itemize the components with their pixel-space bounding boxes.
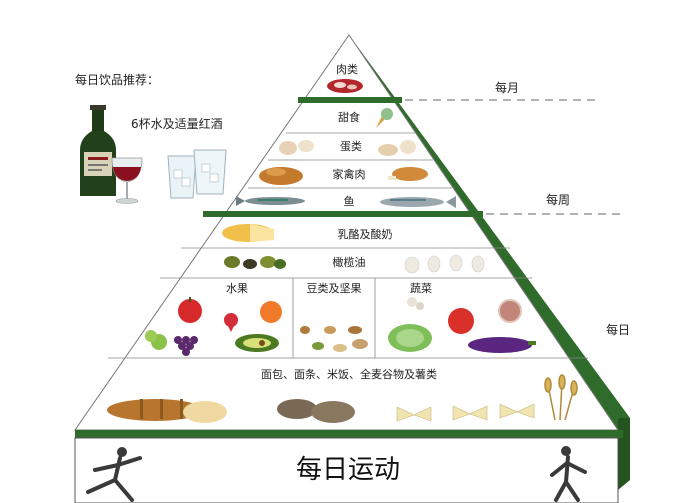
water-glasses-icon xyxy=(167,149,227,199)
divider-monthly xyxy=(298,97,402,103)
tier-eggs-label: 蛋类 xyxy=(340,139,362,153)
drinks-note: 6杯水及适量红酒 xyxy=(131,116,223,131)
tier-fish-label: 鱼 xyxy=(344,194,355,208)
frequency-weekly: 每周 xyxy=(546,192,570,207)
exerciser-figure-icon xyxy=(550,446,587,502)
tier-beans-nuts-label: 豆类及坚果 xyxy=(307,281,362,295)
divider-weekly xyxy=(203,211,483,217)
tier-poultry-label: 家禽肉 xyxy=(333,167,366,181)
wheat-icon xyxy=(544,374,578,421)
frequency-dashes xyxy=(405,99,620,215)
beans-nuts-icons xyxy=(300,326,368,352)
divider-base xyxy=(75,430,623,438)
drumstick-icon xyxy=(388,167,428,181)
runner-figure-icon xyxy=(86,447,142,502)
tier-vegetables-label: 蔬菜 xyxy=(410,282,432,295)
tier-grains-label: 面包、面条、米饭、全麦谷物及薯类 xyxy=(261,367,437,381)
tier-dairy-label: 乳酪及酸奶 xyxy=(338,227,393,241)
fish-left-icon xyxy=(236,196,305,206)
tier-exercise-label: 每日运动 xyxy=(296,455,400,485)
olives-icon xyxy=(224,256,286,269)
roast-chicken-icon xyxy=(259,167,303,185)
vegetable-icons xyxy=(388,297,536,353)
frequency-monthly: 每月 xyxy=(495,80,519,95)
fruit-icons xyxy=(145,297,282,356)
ice-cream-icon xyxy=(376,108,393,128)
tier-sweets-label: 甜食 xyxy=(338,110,360,124)
pasta-icon xyxy=(396,403,535,422)
garlic-icon xyxy=(404,254,485,274)
wine-glass-icon xyxy=(111,157,143,204)
bread-icon xyxy=(107,399,227,423)
steak-icon xyxy=(327,79,363,93)
potatoes-icon xyxy=(277,399,355,423)
tier-meat-label: 肉类 xyxy=(336,62,358,76)
fish-right-icon xyxy=(380,196,456,208)
tier-fruit-label: 水果 xyxy=(226,282,248,295)
cheese-icon xyxy=(222,224,274,242)
base-right-side xyxy=(618,418,630,490)
tier-lines xyxy=(108,132,588,359)
drinks-heading: 每日饮品推荐： xyxy=(75,72,159,87)
tier-olive-oil-label: 橄榄油 xyxy=(333,255,366,269)
eggs-left-icon xyxy=(279,140,314,155)
exercise-base xyxy=(74,437,619,503)
eggs-right-icon xyxy=(378,140,416,156)
wine-bottle-icon xyxy=(80,105,116,196)
frequency-daily: 每日 xyxy=(606,322,630,337)
